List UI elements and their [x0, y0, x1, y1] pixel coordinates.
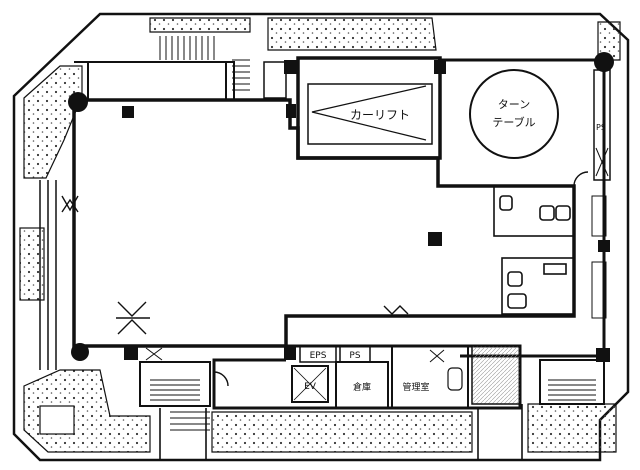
- stair-right: [539, 195, 607, 405]
- columns: [68, 52, 614, 362]
- eps-label: EPS: [310, 351, 327, 361]
- parking-hall: [72, 98, 576, 348]
- right-bottom-room: [471, 345, 521, 405]
- ramp-rails: [39, 180, 57, 370]
- car-lift-shaft: [296, 56, 442, 160]
- elevator: [291, 365, 329, 403]
- ps-right-label: PS: [596, 123, 606, 132]
- elevator-cross: [293, 367, 327, 401]
- car-lift-label: カーリフト: [350, 108, 410, 122]
- car-lift-platform: [307, 83, 433, 145]
- eps-room: [299, 345, 337, 363]
- stair-left-shaft-cross: [145, 347, 163, 361]
- planter-box: [39, 405, 75, 435]
- management-room-label: 管理室: [402, 381, 429, 393]
- management-room: [391, 345, 469, 409]
- storage-label: 倉庫: [353, 381, 371, 393]
- doors: [61, 171, 589, 387]
- turntable: [469, 69, 559, 159]
- ev-label: EV: [304, 382, 317, 392]
- site-outline: [12, 12, 630, 462]
- parking-hall-right: [438, 58, 606, 358]
- stair-top: [159, 36, 250, 91]
- access-paths: [159, 404, 523, 460]
- ps-bottom-label: PS: [349, 351, 360, 361]
- turntable-label-line1: ターン: [498, 98, 530, 111]
- upper-left-room: [74, 61, 235, 100]
- toilet-block: [493, 185, 575, 315]
- car-lift-arrow: [311, 85, 427, 141]
- top-small-room: [263, 61, 287, 99]
- ps-right-cross: [595, 147, 609, 177]
- turntable-label-line2: テーブル: [492, 115, 535, 129]
- management-fixture: [429, 349, 445, 363]
- management-sink: [447, 367, 463, 391]
- stair-left: [139, 361, 211, 431]
- storage-room: [335, 361, 389, 409]
- planting-beds: [19, 17, 621, 453]
